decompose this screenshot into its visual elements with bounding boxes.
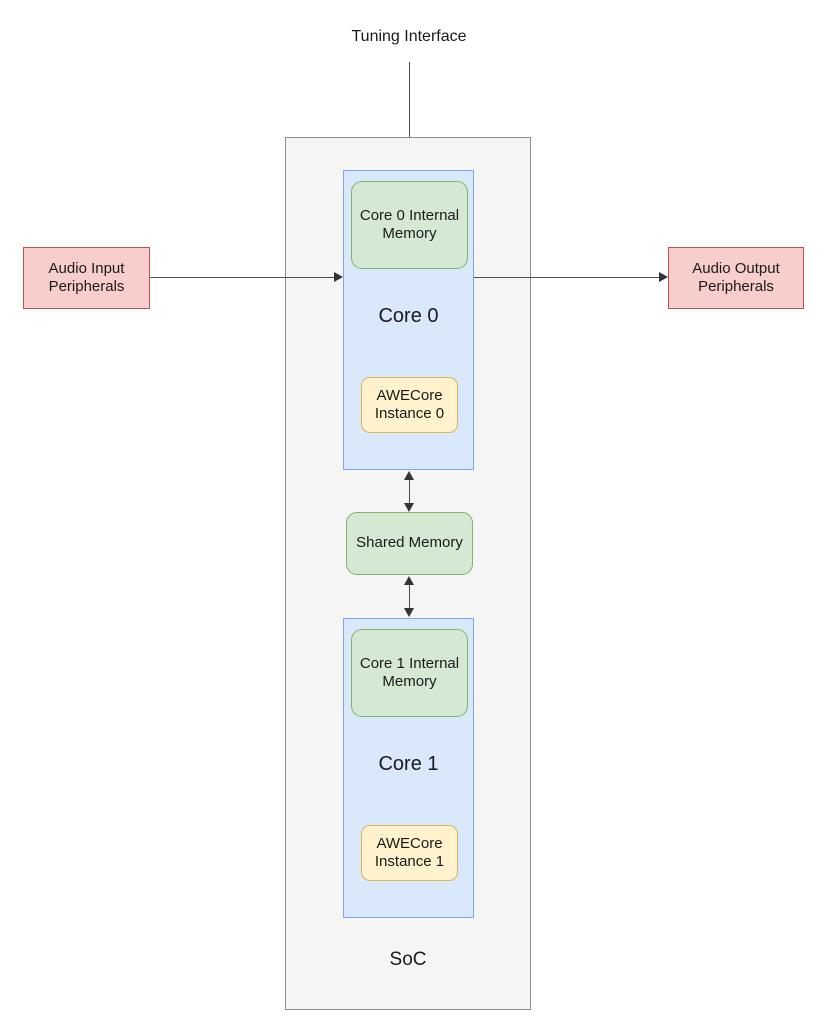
core-0-title: Core 0: [378, 305, 439, 327]
soc-label: SoC: [389, 948, 427, 970]
audio-output-peripherals-node[interactable]: Audio Output Peripherals: [668, 247, 804, 309]
awecore-instance-1-label: AWECore Instance 1: [374, 834, 445, 870]
shared-memory-core1-arrowhead-up: [404, 576, 414, 585]
core0-shared-memory-arrowhead-up: [404, 471, 414, 480]
audio-input-arrowhead: [334, 272, 343, 282]
shared-memory-core1-arrowhead-down: [404, 608, 414, 617]
awecore-instance-0-node[interactable]: AWECore Instance 0: [361, 377, 458, 433]
core-0-internal-memory-label: Core 0 Internal Memory: [359, 206, 460, 242]
shared-memory-core1-edge-line: [409, 584, 410, 609]
shared-memory-node[interactable]: Shared Memory: [346, 512, 473, 575]
tuning-interface-label: Tuning Interface: [351, 28, 467, 46]
core-0-internal-memory-node[interactable]: Core 0 Internal Memory: [351, 181, 468, 269]
tuning-interface-edge-line: [409, 62, 410, 166]
core-1-internal-memory-node[interactable]: Core 1 Internal Memory: [351, 629, 468, 717]
core-1-internal-memory-label: Core 1 Internal Memory: [359, 654, 460, 690]
awecore-instance-0-label: AWECore Instance 0: [374, 386, 445, 422]
audio-output-edge-line: [474, 277, 659, 278]
core0-shared-memory-arrowhead-down: [404, 503, 414, 512]
audio-input-edge-line: [150, 277, 334, 278]
core0-shared-memory-edge-line: [409, 479, 410, 504]
core-1-title: Core 1: [378, 753, 439, 775]
audio-output-peripherals-label: Audio Output Peripherals: [692, 259, 780, 295]
audio-input-peripherals-node[interactable]: Audio Input Peripherals: [23, 247, 150, 309]
shared-memory-label: Shared Memory: [356, 534, 463, 552]
audio-output-arrowhead: [659, 272, 668, 282]
audio-input-peripherals-label: Audio Input Peripherals: [48, 259, 125, 295]
awecore-instance-1-node[interactable]: AWECore Instance 1: [361, 825, 458, 881]
